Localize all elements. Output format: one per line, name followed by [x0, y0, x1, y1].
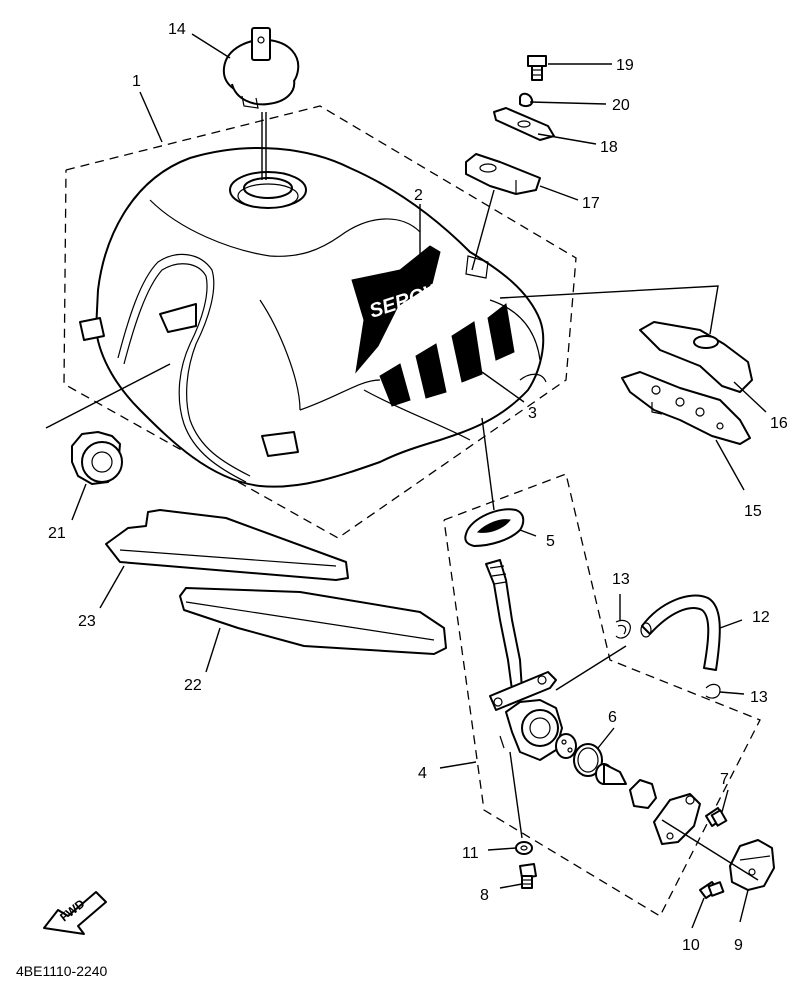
screw-10[interactable] — [699, 881, 725, 899]
cover-15[interactable] — [621, 371, 751, 445]
callout-7: 7 — [720, 771, 729, 788]
callout-12: 12 — [752, 609, 770, 626]
lever-plate[interactable] — [653, 793, 701, 845]
callout-19: 19 — [616, 57, 634, 74]
callout-13-upper: 13 — [612, 571, 630, 588]
washer-11[interactable] — [515, 841, 533, 855]
callout-9: 9 — [734, 937, 743, 954]
bolt-19[interactable] — [527, 55, 547, 81]
callout-23: 23 — [78, 613, 96, 630]
fuel-cap[interactable] — [222, 27, 300, 180]
callout-20: 20 — [612, 97, 630, 114]
screw-7[interactable] — [705, 807, 728, 827]
valve-shaft[interactable] — [595, 763, 627, 785]
callout-1: 1 — [132, 73, 141, 90]
seal-plate[interactable] — [555, 733, 577, 759]
clip-13-upper[interactable] — [615, 619, 631, 639]
callout-15: 15 — [744, 503, 762, 520]
callout-14: 14 — [168, 21, 186, 38]
pad-23[interactable] — [105, 509, 349, 581]
callout-10: 10 — [682, 937, 700, 954]
bracket-18[interactable] — [493, 107, 555, 141]
callout-21: 21 — [48, 525, 66, 542]
callout-4: 4 — [418, 765, 427, 782]
callout-8: 8 — [480, 887, 489, 904]
callout-18: 18 — [600, 139, 618, 156]
callout-3: 3 — [528, 405, 537, 422]
tank-assembly-boundary — [63, 105, 577, 539]
fuel-cock[interactable] — [485, 559, 563, 839]
callout-11: 11 — [462, 845, 479, 862]
cover-16[interactable] — [639, 321, 753, 393]
callout-numbers: 14 1 2 19 20 18 17 16 15 3 21 5 23 22 13… — [48, 21, 788, 954]
pad-22[interactable] — [179, 587, 447, 655]
gasket-5[interactable] — [464, 508, 525, 547]
damper-21[interactable] — [71, 431, 123, 485]
o-ring-6[interactable] — [573, 743, 603, 777]
callout-6: 6 — [608, 709, 617, 726]
fwd-arrow: FWD — [43, 891, 107, 935]
wave-washer[interactable] — [629, 779, 657, 809]
hose-12[interactable] — [640, 594, 721, 671]
callout-16: 16 — [770, 415, 788, 432]
callout-5: 5 — [546, 533, 555, 550]
lever-knob-9[interactable] — [729, 839, 775, 891]
callout-2: 2 — [414, 187, 423, 204]
fuel-tank[interactable]: SEROW — [79, 146, 547, 488]
clip-13-lower[interactable] — [705, 683, 721, 699]
screw-8[interactable] — [519, 863, 537, 889]
callout-17: 17 — [582, 195, 600, 212]
bracket-17[interactable] — [465, 153, 541, 195]
callout-22: 22 — [184, 677, 202, 694]
fuel-cock-boundary — [443, 473, 761, 917]
diagram-code: 4BE1110-2240 — [16, 963, 108, 979]
callout-13-lower: 13 — [750, 689, 768, 706]
washer-20[interactable] — [519, 92, 534, 108]
leader-lines — [45, 33, 767, 929]
